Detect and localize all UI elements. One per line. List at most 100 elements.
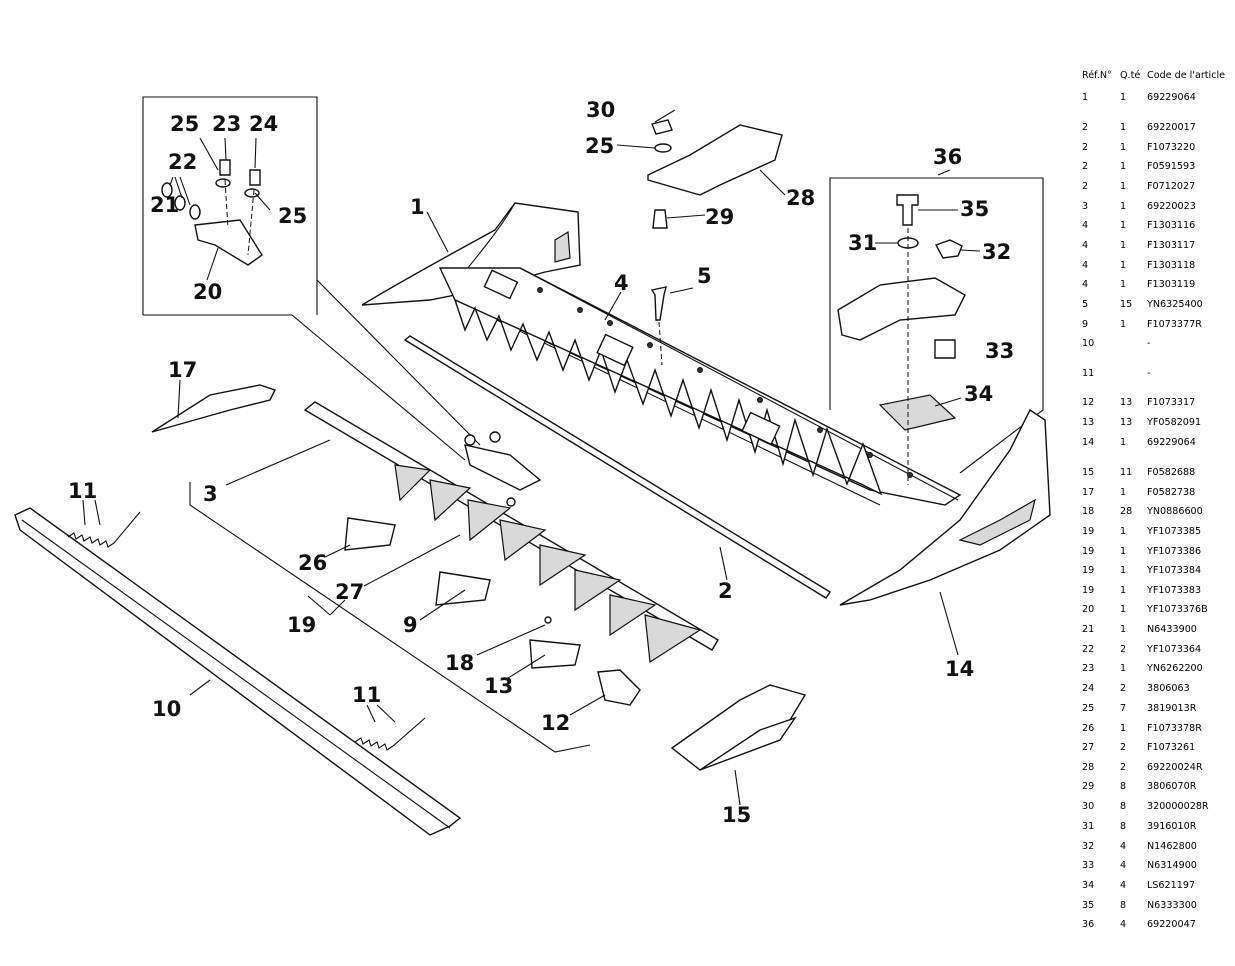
callout-17: 17 [168, 358, 197, 382]
cell-ref: 19 [1082, 526, 1095, 537]
cell-ref: 24 [1082, 683, 1095, 694]
cell-ref: 4 [1082, 279, 1089, 290]
callout-4: 4 [614, 271, 629, 295]
cell-code: N6433900 [1147, 624, 1197, 635]
cell-qty: 13 [1120, 397, 1133, 408]
cell-qty: 1 [1120, 122, 1127, 133]
cell-ref: 2 [1082, 181, 1089, 192]
cell-code: F0712027 [1147, 181, 1196, 192]
callout-21: 21 [150, 193, 179, 217]
cell-qty: 1 [1120, 585, 1127, 596]
exploded-parts-diagram: 1 2 3 4 5 9 10 11 11 12 13 14 15 17 18 1… [14, 96, 1051, 836]
cell-qty: 8 [1120, 781, 1127, 792]
clip-36 [837, 277, 966, 341]
callout-5: 5 [697, 264, 712, 288]
cell-ref: 26 [1082, 723, 1095, 734]
callout-10: 10 [152, 697, 181, 721]
cell-code: F1303118 [1147, 260, 1196, 271]
callout-18: 18 [445, 651, 474, 675]
cell-code: N6314900 [1147, 860, 1197, 871]
cell-code: F1073377R [1147, 319, 1202, 330]
cell-ref: 2 [1082, 161, 1089, 172]
cell-code: 3916010R [1147, 821, 1197, 832]
cell-code: N1462800 [1147, 841, 1197, 852]
callout-11-b: 11 [352, 683, 381, 707]
wear-strip-10 [14, 507, 462, 836]
cell-ref: 29 [1082, 781, 1095, 792]
cell-ref: 31 [1082, 821, 1095, 832]
cell-qty: 1 [1120, 201, 1127, 212]
cell-code: YF1073376B [1147, 604, 1208, 615]
cell-ref: 4 [1082, 220, 1089, 231]
spring-11-a [67, 511, 141, 548]
cell-code: YF0582091 [1147, 417, 1202, 428]
cell-qty: 1 [1120, 624, 1127, 635]
callout-12: 12 [541, 711, 570, 735]
callout-9: 9 [403, 613, 418, 637]
cell-code: YN6262200 [1147, 663, 1203, 674]
cell-ref: 33 [1082, 860, 1095, 871]
detail-box-right [829, 177, 1044, 474]
cell-ref: 19 [1082, 546, 1095, 557]
callout-23: 23 [212, 112, 241, 136]
cell-code: 69229064 [1147, 92, 1196, 103]
callout-19: 19 [287, 613, 316, 637]
knife-assembly [303, 401, 719, 664]
cell-ref: 20 [1082, 604, 1095, 615]
cell-ref: 28 [1082, 762, 1095, 773]
cell-code: 320000028R [1147, 801, 1209, 812]
cutter-bar [438, 267, 962, 506]
callout-27: 27 [335, 580, 364, 604]
callout-15: 15 [722, 803, 751, 827]
cell-code: LS621197 [1147, 880, 1196, 891]
callout-29: 29 [705, 205, 734, 229]
cell-qty: 8 [1120, 821, 1127, 832]
callout-14: 14 [945, 657, 974, 681]
header-code: Code de l'article [1147, 70, 1226, 81]
cell-qty: 2 [1120, 742, 1127, 753]
header-ref: Réf.N° [1082, 70, 1112, 81]
callout-22: 22 [168, 150, 197, 174]
cell-qty: 11 [1120, 467, 1133, 478]
cell-qty: 15 [1120, 299, 1133, 310]
cell-qty: 1 [1120, 604, 1127, 615]
cell-code: 69220047 [1147, 919, 1196, 930]
cell-code: 69229064 [1147, 437, 1196, 448]
bolt-35 [896, 194, 919, 226]
cell-code: F0591593 [1147, 161, 1196, 172]
detail-box-left [142, 96, 318, 315]
callout-30: 30 [586, 98, 615, 122]
cell-qty: 1 [1120, 240, 1127, 251]
cell-ref: 4 [1082, 260, 1089, 271]
cell-ref: 3 [1082, 201, 1089, 212]
cell-code: YN0886600 [1147, 506, 1203, 517]
cell-ref: 36 [1082, 919, 1095, 930]
cell-qty: 1 [1120, 437, 1127, 448]
cell-code: 69220023 [1147, 201, 1196, 212]
cell-ref: 4 [1082, 240, 1089, 251]
callout-13: 13 [484, 674, 513, 698]
cell-code: F1073220 [1147, 142, 1196, 153]
cell-qty: 1 [1120, 546, 1127, 557]
cell-qty: 1 [1120, 487, 1127, 498]
cell-code: YN6325400 [1147, 299, 1203, 310]
cell-code: 69220017 [1147, 122, 1196, 133]
cell-ref: 32 [1082, 841, 1095, 852]
bolt [650, 286, 667, 366]
cell-qty: 1 [1120, 260, 1127, 271]
cell-qty: 2 [1120, 644, 1127, 655]
cell-ref: 1 [1082, 92, 1089, 103]
cell-qty: 1 [1120, 142, 1127, 153]
cell-code: YF1073386 [1147, 546, 1202, 557]
callout-20: 20 [193, 280, 222, 304]
cell-code: 3806070R [1147, 781, 1197, 792]
callout-28: 28 [786, 186, 815, 210]
cell-qty: 1 [1120, 723, 1127, 734]
cell-ref: 9 [1082, 319, 1089, 330]
hold-down-12 [597, 669, 641, 706]
cell-code: F1303119 [1147, 279, 1196, 290]
header-qty: Q.té [1120, 70, 1141, 81]
cell-ref: 2 [1082, 142, 1089, 153]
cell-code: YF1073385 [1147, 526, 1202, 537]
cell-ref: 18 [1082, 506, 1095, 517]
